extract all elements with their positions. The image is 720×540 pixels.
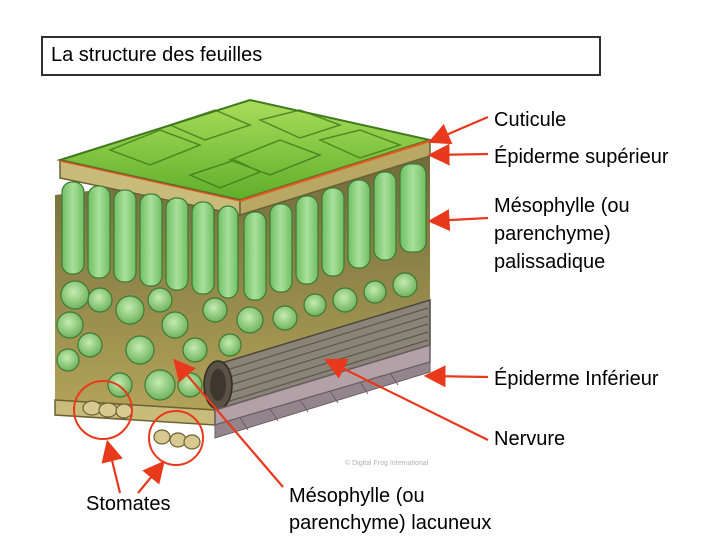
- label-epiderme-superieur: Épiderme supérieur: [494, 144, 669, 170]
- label-palissadique-line1: Mésophylle (ou: [494, 193, 630, 219]
- label-cuticule: Cuticule: [494, 107, 566, 133]
- label-epiderme-inferieur: Épiderme Inférieur: [494, 366, 659, 392]
- label-lacuneux-line1: Mésophylle (ou: [289, 483, 425, 509]
- label-nervure: Nervure: [494, 426, 565, 452]
- label-palissadique-line2: parenchyme): [494, 221, 611, 247]
- label-palissadique-line3: palissadique: [494, 249, 605, 275]
- arrow-palissadique: [432, 218, 488, 221]
- arrow-epiderme-inferieur: [428, 376, 488, 377]
- arrow-cuticule: [432, 117, 488, 141]
- label-stomates: Stomates: [86, 491, 170, 517]
- arrow-stomate-left: [108, 444, 120, 493]
- arrow-stomate-right: [138, 464, 162, 493]
- arrow-epiderme-superieur: [432, 154, 488, 155]
- label-lacuneux-line2: parenchyme) lacuneux: [289, 510, 491, 536]
- watermark: © Digital Frog International: [345, 459, 429, 467]
- leaf-block: [55, 100, 430, 449]
